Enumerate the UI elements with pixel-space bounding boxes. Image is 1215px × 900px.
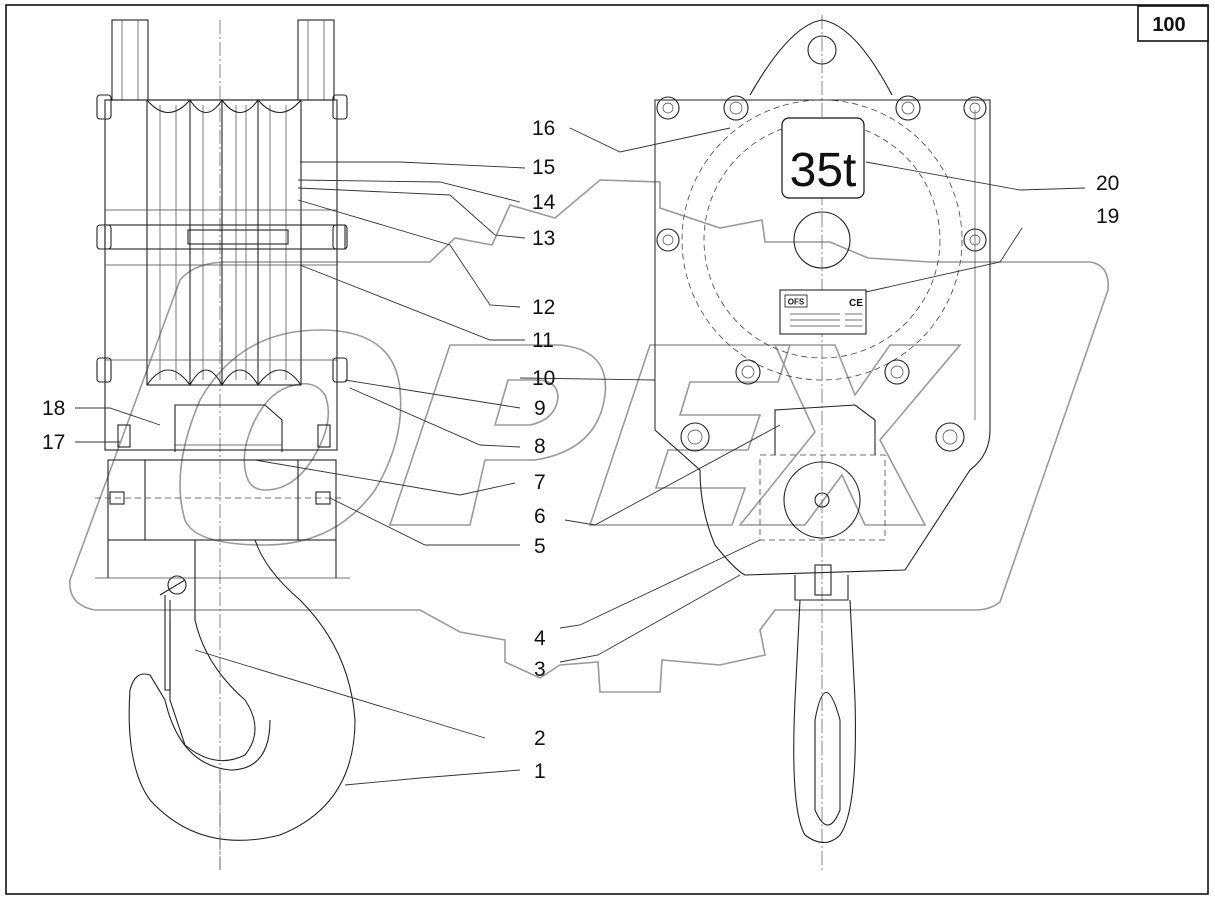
watermark-letter-o	[179, 329, 402, 546]
page-number: 100	[1152, 14, 1185, 36]
leader-7	[254, 459, 516, 496]
callout-3: 3	[534, 658, 546, 681]
callout-8: 8	[534, 435, 546, 458]
callout-9: 9	[534, 397, 546, 420]
leader-16	[569, 127, 731, 153]
callout-19: 19	[1096, 205, 1119, 228]
nameplate-ce-mark: CE	[849, 298, 863, 309]
callout-5: 5	[534, 535, 546, 558]
page-number-box: 100	[1137, 5, 1209, 42]
identification-nameplate: OFS CE	[779, 289, 867, 335]
callout-14: 14	[532, 191, 556, 214]
callout-7: 7	[534, 471, 546, 494]
callout-1: 1	[534, 760, 546, 783]
callout-6: 6	[534, 505, 546, 528]
leader-4	[559, 539, 761, 629]
leader-10	[519, 377, 656, 381]
callout-12: 12	[532, 296, 555, 319]
leader-2	[194, 649, 486, 739]
leader-11	[299, 264, 525, 341]
watermark-logo	[69, 179, 1109, 693]
watermark-gear-outline	[69, 179, 1109, 693]
callout-15: 15	[532, 156, 555, 179]
leader-1	[344, 769, 521, 786]
leader-5	[329, 497, 520, 546]
leader-12	[297, 199, 521, 308]
callout-10: 10	[532, 367, 555, 390]
bolt-heads	[656, 95, 987, 452]
leader-14	[297, 179, 521, 203]
callout-16: 16	[532, 117, 555, 140]
tonnage-plate: 35t	[781, 117, 865, 199]
callout-17: 17	[42, 431, 65, 454]
leader-6	[564, 424, 781, 526]
watermark-letter-x	[738, 344, 962, 526]
callout-13: 13	[532, 227, 555, 250]
sheet-border	[5, 4, 1209, 895]
callout-labels: 1 2 3 4 5 6 7 8 9 10 11 12 13 14 15 16 1…	[42, 117, 1119, 783]
leader-18	[75, 407, 161, 426]
leader-8	[349, 387, 521, 448]
leader-15	[300, 161, 526, 169]
callout-18: 18	[42, 397, 65, 420]
callout-4: 4	[534, 627, 546, 650]
leader-3	[559, 574, 741, 663]
leader-lines	[75, 127, 1086, 786]
tonnage-text: 35t	[790, 144, 857, 197]
watermark-letter-p	[388, 344, 607, 526]
leader-13	[297, 187, 526, 239]
leader-19	[865, 227, 1023, 293]
callout-11: 11	[532, 329, 554, 352]
callout-2: 2	[534, 727, 546, 750]
nameplate-logo: OFS	[788, 298, 805, 307]
callout-20: 20	[1096, 172, 1119, 195]
leader-9	[344, 379, 521, 409]
side-view-assembly	[95, 19, 356, 870]
leader-20	[865, 161, 1086, 191]
